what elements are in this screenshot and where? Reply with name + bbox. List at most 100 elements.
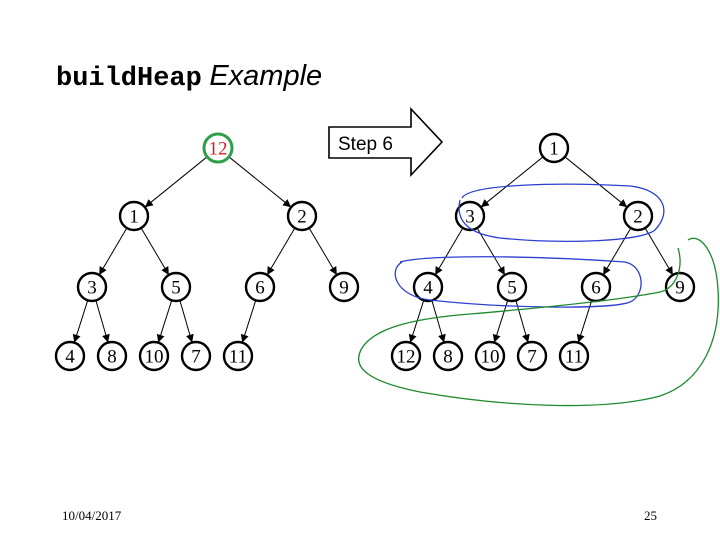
after-tree-node: 8 [432, 340, 464, 372]
page-number: 25 [644, 508, 657, 523]
after-tree-node: 1 [538, 132, 570, 164]
before-tree-node-circle [286, 200, 318, 232]
after-tree-node-label: 12 [397, 347, 416, 368]
before-tree-node: 7 [180, 340, 212, 372]
after-tree-node-circle [558, 340, 590, 372]
after-tree-node: 11 [558, 340, 590, 372]
before-tree-node-circle [76, 271, 108, 303]
before-tree-node-circle [160, 271, 192, 303]
before-tree-node-label: 3 [87, 278, 97, 299]
before-tree-node-label: 1 [129, 207, 139, 228]
before-tree-node-circle [96, 340, 128, 372]
after-tree-edge [515, 300, 530, 343]
after-tree-node: 7 [516, 340, 548, 372]
blue-ink-loop-level-1 [458, 183, 665, 242]
before-tree-node: 12 [202, 132, 234, 164]
green-ink-loop [357, 237, 719, 407]
before-tree-edge [267, 227, 296, 275]
before-tree-edge [144, 156, 208, 208]
after-tree-node-circle [474, 340, 506, 372]
before-tree-edge [156, 300, 173, 343]
after-tree-node-label: 5 [507, 278, 517, 299]
before-tree-node: 10 [138, 340, 170, 372]
after-tree-edge [492, 300, 509, 343]
after-tree-edge [435, 227, 464, 275]
after-tree-edge [603, 227, 632, 275]
before-tree-node-label: 8 [107, 347, 117, 368]
before-tree-node-label: 5 [171, 278, 181, 299]
before-tree-node: 9 [328, 271, 360, 303]
after-tree-node: 10 [474, 340, 506, 372]
after-tree-edge [644, 227, 673, 275]
before-tree-edge [95, 300, 110, 343]
after-tree-node-circle [390, 340, 422, 372]
before-tree-edge [240, 300, 257, 343]
after-tree-node-circle [622, 200, 654, 232]
before-tree-node: 4 [54, 340, 86, 372]
after-tree-node-label: 9 [675, 278, 685, 299]
after-tree-node: 12 [390, 340, 422, 372]
before-tree-node-circle [54, 340, 86, 372]
after-tree-edge [564, 156, 628, 208]
title-code: buildHeap [56, 64, 202, 94]
before-tree-node: 6 [244, 271, 276, 303]
before-tree-node-circle [244, 271, 276, 303]
after-tree-node-circle [516, 340, 548, 372]
before-tree-node-circle [138, 340, 170, 372]
after-tree-node: 3 [454, 200, 486, 232]
before-tree-node-label: 6 [255, 278, 265, 299]
blue-ink-loop-level-2 [394, 256, 642, 308]
before-tree-edge [72, 300, 89, 343]
after-tree-node-circle [664, 271, 696, 303]
after-tree-node: 2 [622, 200, 654, 232]
after-tree-node-label: 8 [443, 347, 453, 368]
after-tree-node-circle [496, 271, 528, 303]
before-tree-node-label: 10 [145, 347, 164, 368]
ink-annotations [357, 183, 719, 407]
after-tree-node-circle [538, 132, 570, 164]
before-tree-node: 1 [118, 200, 150, 232]
after-tree-node: 5 [496, 271, 528, 303]
before-tree-edge [308, 227, 337, 275]
after-tree-node-label: 7 [527, 347, 537, 368]
before-tree-node-circle [328, 271, 360, 303]
after-tree-node-label: 2 [633, 207, 643, 228]
before-tree-node-circle [180, 340, 212, 372]
before-tree-node: 11 [222, 340, 254, 372]
after-tree-node: 9 [664, 271, 696, 303]
after-tree-node: 4 [412, 271, 444, 303]
step-arrow-shape [328, 106, 444, 178]
before-tree-edge [140, 227, 169, 275]
after-tree: 1 3 2 4 5 6 9 12 8 10 7 11 [390, 132, 696, 372]
after-tree-node-circle [432, 340, 464, 372]
before-tree-node-label: 4 [65, 347, 75, 368]
after-tree-edge [476, 227, 505, 275]
after-tree-node-label: 11 [565, 347, 583, 368]
before-tree-node-circle [118, 200, 150, 232]
before-tree-node-circle [202, 132, 234, 164]
before-tree-edge [228, 156, 292, 208]
after-tree-node-label: 10 [481, 347, 500, 368]
footer-date: 10/04/2017 [62, 508, 122, 523]
before-tree-node-label: 11 [229, 347, 247, 368]
after-tree-node-label: 3 [465, 207, 475, 228]
after-tree-edge [431, 300, 446, 343]
title-text: Example [209, 60, 323, 92]
before-tree-node: 2 [286, 200, 318, 232]
before-tree-node: 5 [160, 271, 192, 303]
before-tree-node-circle [222, 340, 254, 372]
before-tree-node: 3 [76, 271, 108, 303]
after-tree-node-circle [454, 200, 486, 232]
before-tree-node: 8 [96, 340, 128, 372]
after-tree-node-circle [412, 271, 444, 303]
before-tree-node-label: 9 [339, 278, 349, 299]
after-tree-node-label: 1 [549, 139, 559, 160]
before-tree-node-label: 12 [209, 139, 228, 160]
after-tree-node: 6 [580, 271, 612, 303]
slide-title: buildHeap Example [56, 56, 322, 99]
before-tree-node-label: 2 [297, 207, 307, 228]
step-label: Step 6 [338, 134, 393, 155]
step-arrow: Step 6 [328, 106, 444, 178]
after-tree-node-label: 6 [591, 278, 601, 299]
